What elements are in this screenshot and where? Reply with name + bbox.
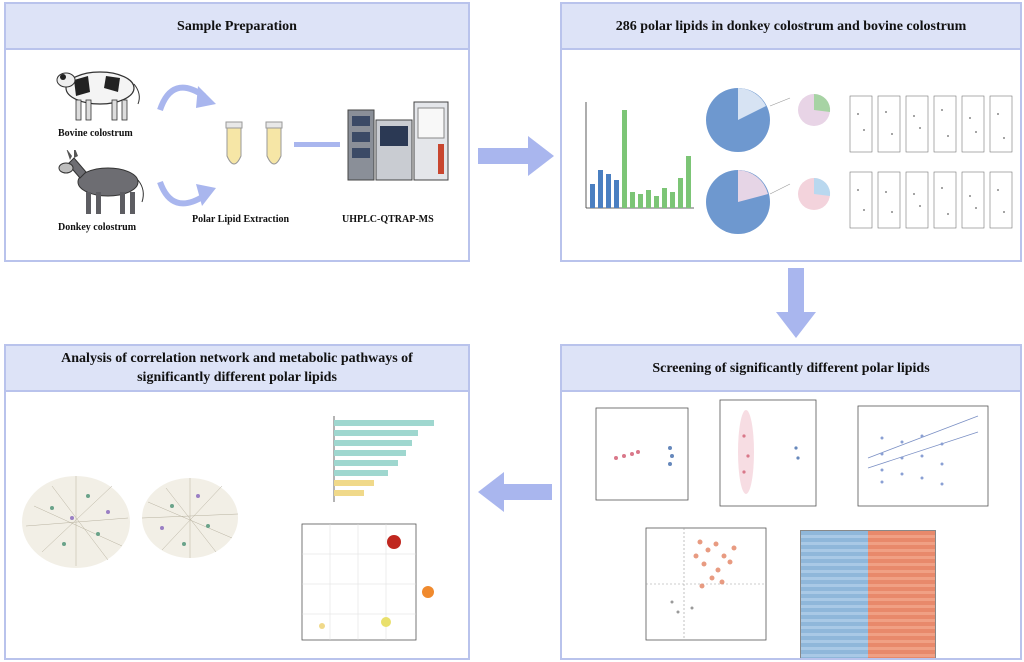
arrow-right-top <box>478 136 554 176</box>
panel-body <box>560 392 1022 660</box>
panel-title-line1: Analysis of correlation network and meta… <box>61 351 413 366</box>
correlation-network-panel: Analysis of correlation network and meta… <box>4 344 470 660</box>
cow-illustration <box>56 71 140 121</box>
donkey-illustration <box>58 150 144 214</box>
bovine-colostrum-label: Bovine colostrum <box>58 128 133 139</box>
polar-lipids-overview-panel: 286 polar lipids in donkey colostrum and… <box>560 2 1022 262</box>
arrow-left-bottom <box>478 472 552 512</box>
panel-title: Screening of significantly different pol… <box>560 344 1022 392</box>
heatmap-red-block <box>868 531 935 658</box>
small-multiple-plots <box>849 95 1013 229</box>
extraction-tubes <box>225 121 283 165</box>
panel-body: Bovine colostrum Donkey colostrum <box>4 50 470 262</box>
heatmap <box>800 530 936 658</box>
extraction-label: Polar Lipid Extraction <box>192 214 290 225</box>
score-plot-1 <box>595 407 689 501</box>
score-plot-2 <box>719 399 817 507</box>
heatmap-blue-block <box>801 531 868 658</box>
pathway-bubble-plot <box>301 523 434 641</box>
volcano-plot <box>645 527 767 641</box>
panel-title: Sample Preparation <box>4 2 470 50</box>
curved-arrows <box>157 84 216 207</box>
instrument-illustration <box>347 101 449 181</box>
panel-body <box>560 50 1022 262</box>
pie-charts <box>706 88 831 234</box>
panel-title: Analysis of correlation network and meta… <box>4 344 470 392</box>
network-graphs <box>22 476 239 568</box>
lipid-bar-chart <box>585 102 694 209</box>
arrow-to-instrument <box>294 142 340 147</box>
panel-title-line2: significantly different polar lipids <box>137 370 337 385</box>
panel-title: 286 polar lipids in donkey colostrum and… <box>560 2 1022 50</box>
permutation-plot <box>857 405 989 507</box>
donkey-colostrum-label: Donkey colostrum <box>58 222 137 233</box>
instrument-label: UHPLC-QTRAP-MS <box>342 214 434 225</box>
screening-panel: Screening of significantly different pol… <box>560 344 1022 660</box>
panel-body <box>4 392 470 660</box>
pathway-bar-chart <box>333 416 434 502</box>
arrow-down-right <box>776 268 816 338</box>
sample-preparation-panel: Sample Preparation Bovine colostrum <box>4 2 470 262</box>
